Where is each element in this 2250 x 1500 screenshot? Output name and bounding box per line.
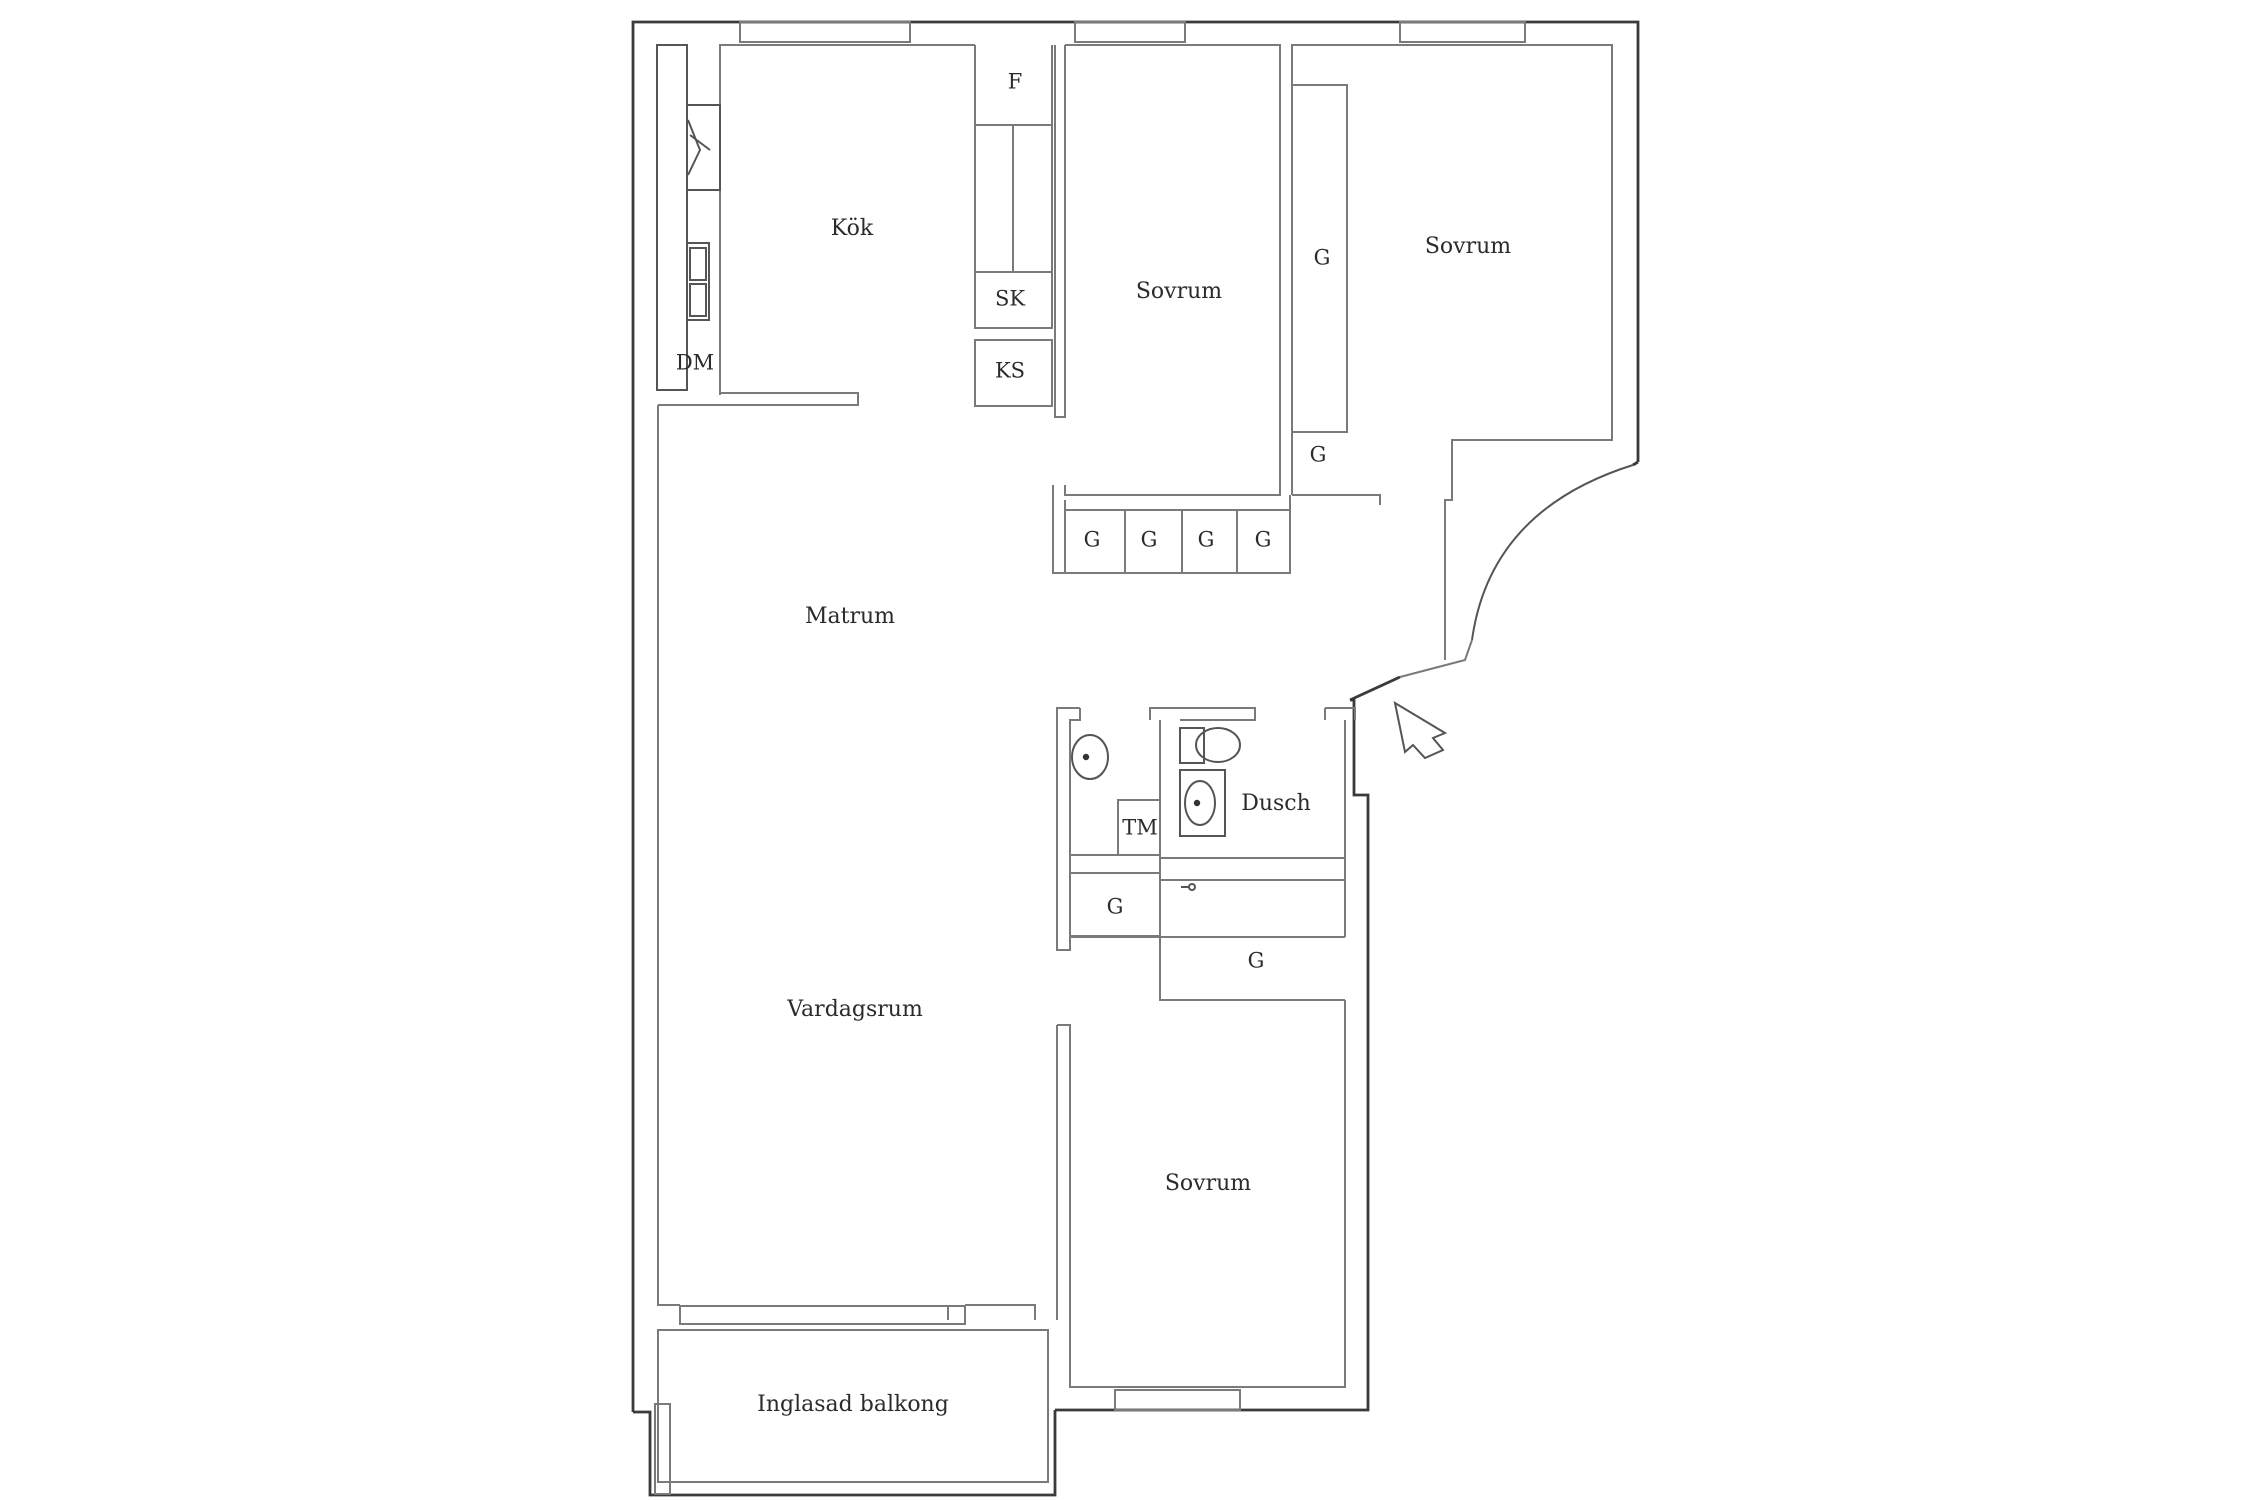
room-label-shower: Dusch: [1241, 791, 1311, 816]
fixture-label-tall-cabinet: SK: [995, 287, 1025, 311]
room-label-balcony: Inglasad balkong: [757, 1392, 949, 1417]
washbasin-icon: [1179, 769, 1226, 837]
windows: [654, 21, 1526, 1495]
wardrobe-label: G: [1255, 528, 1272, 552]
fixture-label-fridge: F: [1008, 70, 1023, 94]
shower-tap-icon: [1181, 883, 1196, 891]
wardrobe-label: G: [1198, 528, 1215, 552]
interior-walls: [657, 44, 1613, 1483]
labels: Kök Sovrum Sovrum Matrum Vardagsrum Dusc…: [676, 70, 1511, 1418]
wardrobe-label: G: [1141, 528, 1158, 552]
washbasin-icon: [1071, 734, 1109, 780]
wardrobe-label: G: [1107, 895, 1124, 919]
room-label-dining: Matrum: [805, 604, 895, 629]
stove-icon: [687, 119, 711, 176]
fixture-label-washing-machine: TM: [1122, 816, 1158, 840]
entrance-arrow-icon: [1393, 700, 1448, 760]
bathroom-fixtures: [1071, 727, 1241, 891]
room-label-bedroom-1: Sovrum: [1136, 279, 1222, 304]
wardrobe-label: G: [1248, 949, 1265, 973]
kitchen-sink-icon: [686, 242, 710, 321]
kitchen-counter: [656, 44, 721, 391]
fixture-label-freezer: KS: [995, 359, 1025, 383]
fixture-label-dishwasher: DM: [676, 351, 714, 375]
room-label-living: Vardagsrum: [786, 997, 923, 1022]
wardrobe-label: G: [1084, 528, 1101, 552]
wardrobe-label: G: [1314, 246, 1331, 270]
room-label-bedroom-3: Sovrum: [1165, 1171, 1251, 1196]
wardrobe-label: G: [1310, 443, 1327, 467]
room-label-kitchen: Kök: [831, 216, 874, 241]
toilet-icon: [1179, 727, 1241, 764]
room-label-bedroom-2: Sovrum: [1425, 234, 1511, 259]
